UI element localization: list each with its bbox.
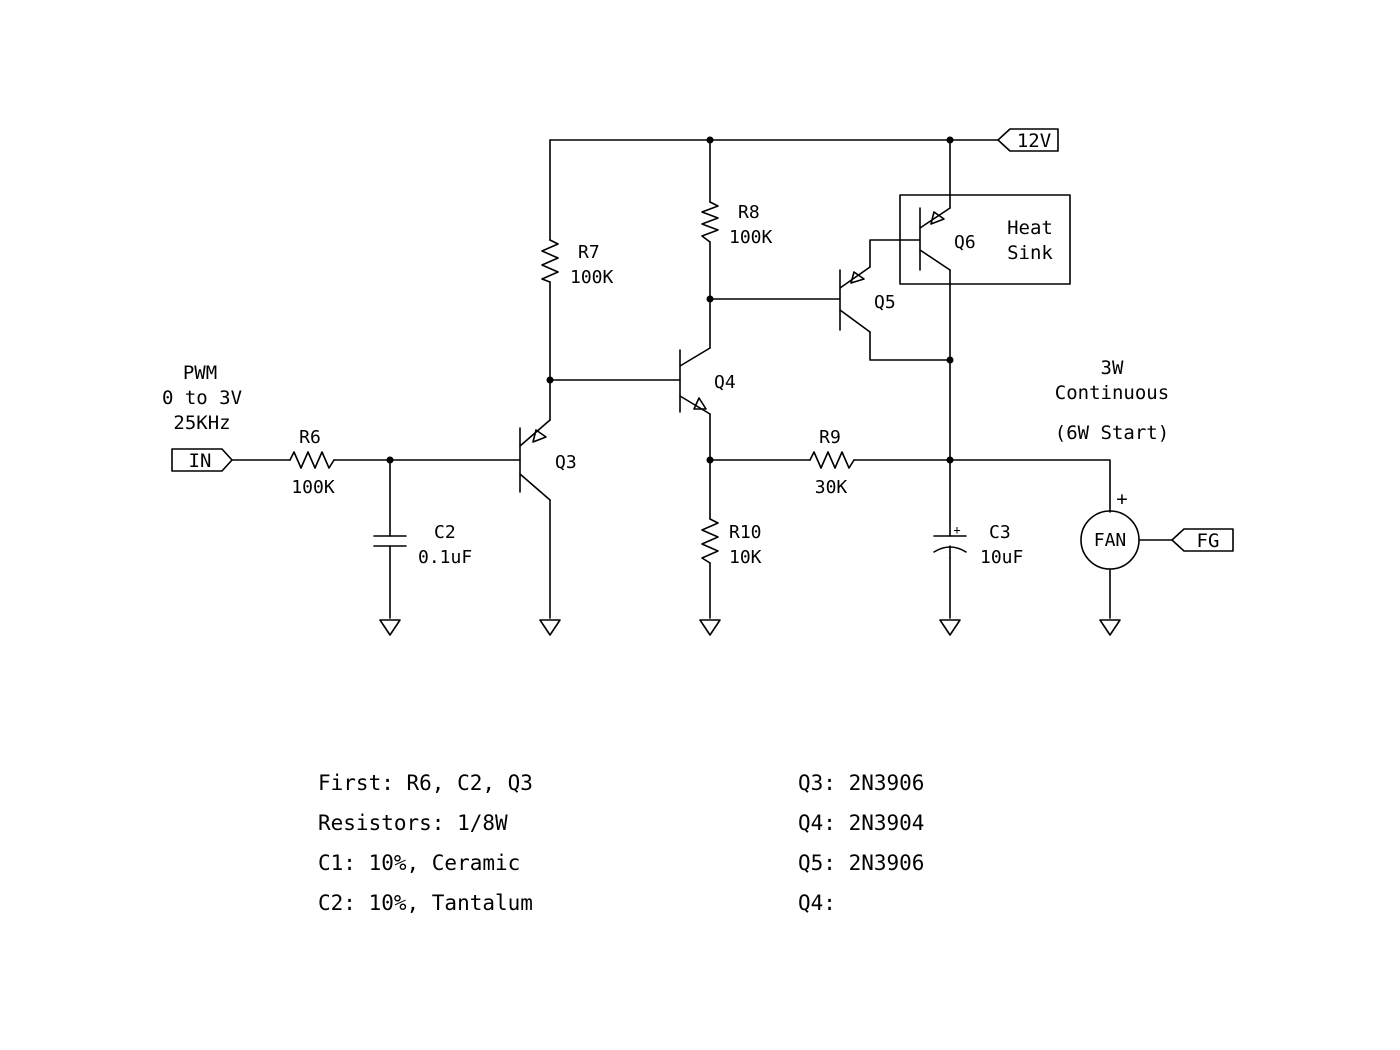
pwm-range-label: 0 to 3V xyxy=(162,387,242,409)
c2-name: C2 xyxy=(434,522,456,543)
ground-symbol xyxy=(379,619,401,636)
r6-name: R6 xyxy=(299,427,321,448)
supply-port-label: 12V xyxy=(1017,130,1051,152)
fg-port-flag xyxy=(1171,528,1234,552)
note-line: Q4: 2N3904 xyxy=(798,811,924,835)
c3-plus-sign: + xyxy=(953,523,960,537)
note-line: Q3: 2N3906 xyxy=(798,771,924,795)
c3-value: 10uF xyxy=(980,547,1023,568)
transistor-q4 xyxy=(679,347,711,415)
fan-plus-sign: + xyxy=(1116,488,1127,510)
notes-right: Q3: 2N3906 Q4: 2N3904 Q5: 2N3906 Q4: xyxy=(798,771,924,915)
q3-name: Q3 xyxy=(555,452,577,473)
ground-symbol xyxy=(699,619,721,636)
transistor-q5 xyxy=(839,266,871,333)
junction-dot xyxy=(946,456,954,464)
power-label: 3W xyxy=(1101,357,1124,379)
fan-label: FAN xyxy=(1094,530,1127,551)
resistor-r10 xyxy=(701,518,719,564)
resistor-r8 xyxy=(701,201,719,243)
ground-symbol xyxy=(939,619,961,636)
r8-value: 100K xyxy=(729,227,773,248)
pwm-frequency-label: 25KHz xyxy=(173,412,230,434)
r7-name: R7 xyxy=(578,242,600,263)
c2-value: 0.1uF xyxy=(418,547,472,568)
capacitor-c2 xyxy=(373,535,407,547)
note-line: Q4: xyxy=(798,891,836,915)
note-line: Resistors: 1/8W xyxy=(318,811,508,835)
junction-dot xyxy=(946,136,954,144)
junction-dot xyxy=(546,376,554,384)
r9-value: 30K xyxy=(815,477,848,498)
junctions xyxy=(386,136,954,464)
note-line: Q5: 2N3906 xyxy=(798,851,924,875)
q5-collector-wire xyxy=(869,331,951,361)
note-line: C2: 10%, Tantalum xyxy=(318,891,533,915)
heat-sink-label-2: Sink xyxy=(1007,242,1053,264)
junction-dot xyxy=(946,356,954,364)
fg-port-label: FG xyxy=(1197,530,1220,552)
supply-port-flag xyxy=(997,128,1059,152)
resistor-r7 xyxy=(541,239,559,283)
q4-name: Q4 xyxy=(714,372,736,393)
junction-dot xyxy=(386,456,394,464)
q5-name: Q5 xyxy=(874,292,896,313)
q6-name: Q6 xyxy=(954,232,976,253)
r8-name: R8 xyxy=(738,202,760,223)
ground-symbol xyxy=(1099,619,1121,636)
power-start-label: (6W Start) xyxy=(1055,422,1169,444)
r9-name: R9 xyxy=(819,427,841,448)
input-port-label: IN xyxy=(189,450,212,472)
junction-dot xyxy=(706,136,714,144)
r10-name: R10 xyxy=(729,522,762,543)
ground-symbol xyxy=(539,619,561,636)
fan-circle xyxy=(1080,510,1140,570)
heat-sink-box xyxy=(899,194,1071,285)
r10-value: 10K xyxy=(729,547,762,568)
capacitor-c3 xyxy=(933,519,967,559)
pwm-label: PWM xyxy=(183,362,217,384)
input-port-flag xyxy=(171,448,233,472)
r6-value: 100K xyxy=(291,477,335,498)
r9-wire xyxy=(709,459,1111,513)
c3-name: C3 xyxy=(989,522,1011,543)
note-line: C1: 10%, Ceramic xyxy=(318,851,520,875)
junction-dot xyxy=(706,295,714,303)
q5-emitter-wire xyxy=(869,239,921,268)
note-line: First: R6, C2, Q3 xyxy=(318,771,533,795)
resistor-r6 xyxy=(289,451,335,469)
power-continuous-label: Continuous xyxy=(1055,382,1169,404)
transistor-q3 xyxy=(519,419,551,501)
heat-sink-label: Heat xyxy=(1007,217,1053,239)
resistor-r9 xyxy=(809,451,855,469)
notes-left: First: R6, C2, Q3 Resistors: 1/8W C1: 10… xyxy=(318,771,533,915)
r7-value: 100K xyxy=(570,267,614,288)
transistor-q6 xyxy=(919,207,951,271)
junction-dot xyxy=(706,456,714,464)
wires xyxy=(231,139,1173,619)
